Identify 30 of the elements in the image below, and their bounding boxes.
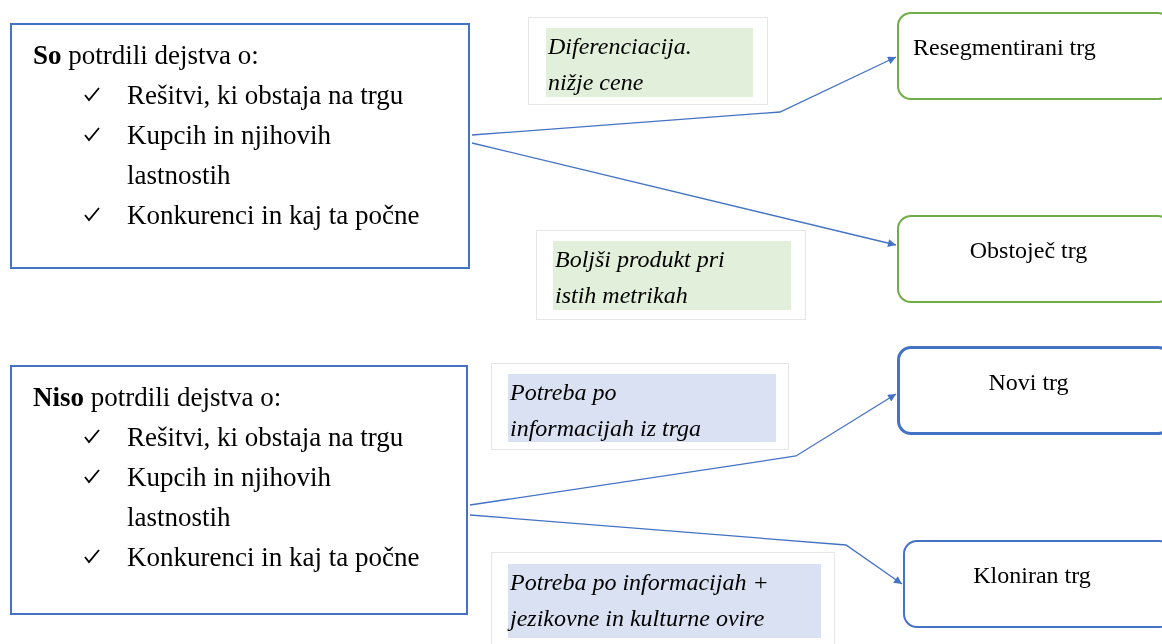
market-label: Resegmentirani trg bbox=[912, 33, 1097, 62]
fact-box bbox=[10, 23, 470, 269]
box-heading: Niso potrdili dejstva o: bbox=[33, 381, 283, 414]
list-item: Kupcih in njihovih lastnostih bbox=[127, 119, 332, 192]
list-item: Rešitvi, ki obstaja na trgu bbox=[127, 79, 405, 112]
market-box bbox=[897, 12, 1162, 100]
market-box bbox=[897, 346, 1162, 435]
note-text: Diferenciacija. nižje cene bbox=[547, 32, 693, 97]
market-label: Kloniran trg bbox=[972, 561, 1092, 590]
arrow bbox=[469, 393, 897, 506]
arrow bbox=[469, 514, 903, 585]
note-text: Potreba po informacijah + jezikovne in kulturne ovire bbox=[508, 564, 818, 636]
note-box bbox=[528, 17, 768, 105]
market-label: Obstoječ trg bbox=[968, 236, 1089, 265]
note-text: Potreba po informacijah iz trga bbox=[509, 378, 703, 443]
note-text: Boljši produkt pri istih metrikah bbox=[554, 245, 726, 310]
box-heading: So potrdili dejstva o: bbox=[33, 39, 260, 72]
note-box bbox=[491, 552, 835, 644]
list-item: Konkurenci in kaj ta počne bbox=[127, 199, 421, 232]
arrow bbox=[471, 142, 897, 247]
fact-box bbox=[10, 365, 468, 615]
note-box bbox=[536, 230, 806, 320]
market-box bbox=[897, 215, 1162, 303]
note-box bbox=[491, 363, 789, 450]
arrow bbox=[471, 56, 897, 136]
list-item: Konkurenci in kaj ta počne bbox=[127, 541, 421, 574]
market-box bbox=[903, 540, 1162, 628]
list-item: Kupcih in njihovih lastnostih bbox=[127, 461, 332, 534]
market-label: Novi trg bbox=[987, 368, 1070, 397]
list-item: Rešitvi, ki obstaja na trgu bbox=[127, 421, 405, 454]
